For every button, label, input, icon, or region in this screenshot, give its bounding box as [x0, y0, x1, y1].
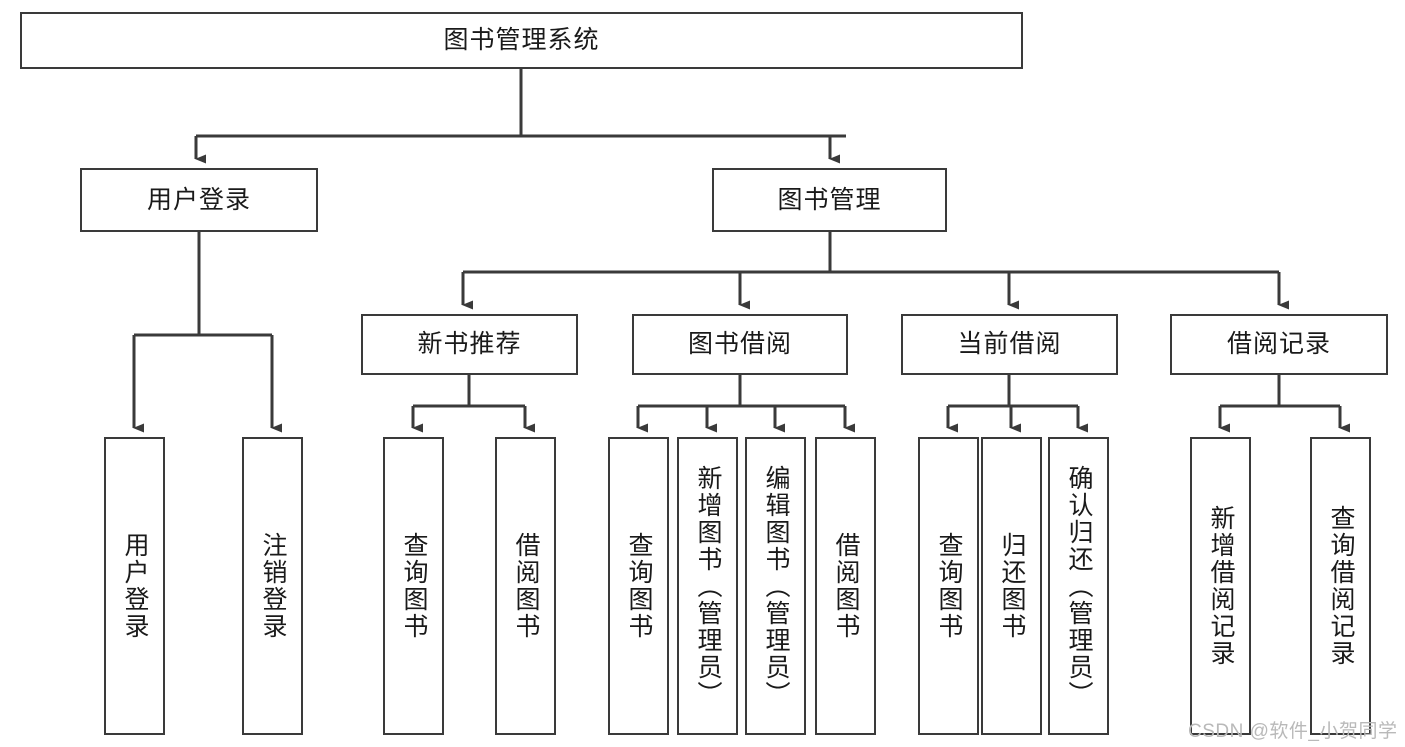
node-label: 借阅记录 — [1226, 330, 1331, 358]
csdn-watermark: CSDN @软件_小贺同学 — [1188, 721, 1398, 742]
node-leaf-query-borrow-record[interactable]: 查询借阅记录 — [1310, 437, 1371, 735]
node-label: 借阅图书 — [832, 532, 860, 640]
node-label: 查询图书 — [625, 532, 653, 640]
node-leaf-query-book-current[interactable]: 查询图书 — [918, 437, 979, 735]
node-leaf-add-borrow-record[interactable]: 新增借阅记录 — [1190, 437, 1251, 735]
node-label: 新增图书（管理员） — [694, 464, 722, 708]
node-label: 用户登录 — [121, 532, 149, 640]
node-label: 用户登录 — [146, 185, 251, 214]
node-book-borrowing[interactable]: 图书借阅 — [632, 314, 848, 375]
node-borrow-records[interactable]: 借阅记录 — [1170, 314, 1388, 375]
node-label: 编辑图书（管理员） — [762, 464, 790, 708]
node-label: 图书管理系统 — [443, 26, 600, 54]
node-label: 新书推荐 — [417, 330, 522, 358]
node-leaf-return-book[interactable]: 归还图书 — [981, 437, 1042, 735]
node-current-borrowing[interactable]: 当前借阅 — [901, 314, 1118, 375]
node-leaf-user-login[interactable]: 用户登录 — [104, 437, 165, 735]
node-label: 图书管理 — [777, 185, 882, 214]
node-root-book-management-system[interactable]: 图书管理系统 — [20, 12, 1023, 69]
node-leaf-logout[interactable]: 注销登录 — [242, 437, 303, 735]
node-label: 查询借阅记录 — [1327, 505, 1355, 667]
node-user-login[interactable]: 用户登录 — [80, 168, 318, 232]
node-leaf-edit-book-admin[interactable]: 编辑图书（管理员） — [745, 437, 806, 735]
node-leaf-confirm-return-admin[interactable]: 确认归还（管理员） — [1048, 437, 1109, 735]
node-label: 查询图书 — [400, 532, 428, 640]
node-label: 查询图书 — [935, 532, 963, 640]
node-leaf-borrow-book[interactable]: 借阅图书 — [815, 437, 876, 735]
node-label: 新增借阅记录 — [1207, 505, 1235, 667]
node-label: 注销登录 — [259, 532, 287, 640]
node-label: 归还图书 — [998, 532, 1026, 640]
node-new-book-recommendation[interactable]: 新书推荐 — [361, 314, 578, 375]
node-label: 当前借阅 — [957, 330, 1062, 358]
node-leaf-query-book-borrow[interactable]: 查询图书 — [608, 437, 669, 735]
node-label: 借阅图书 — [512, 532, 540, 640]
node-label: 确认归还（管理员） — [1065, 464, 1093, 708]
node-leaf-borrow-book-new[interactable]: 借阅图书 — [495, 437, 556, 735]
node-book-management[interactable]: 图书管理 — [712, 168, 947, 232]
node-leaf-query-book-new[interactable]: 查询图书 — [383, 437, 444, 735]
node-label: 图书借阅 — [687, 330, 792, 358]
node-leaf-add-book-admin[interactable]: 新增图书（管理员） — [677, 437, 738, 735]
